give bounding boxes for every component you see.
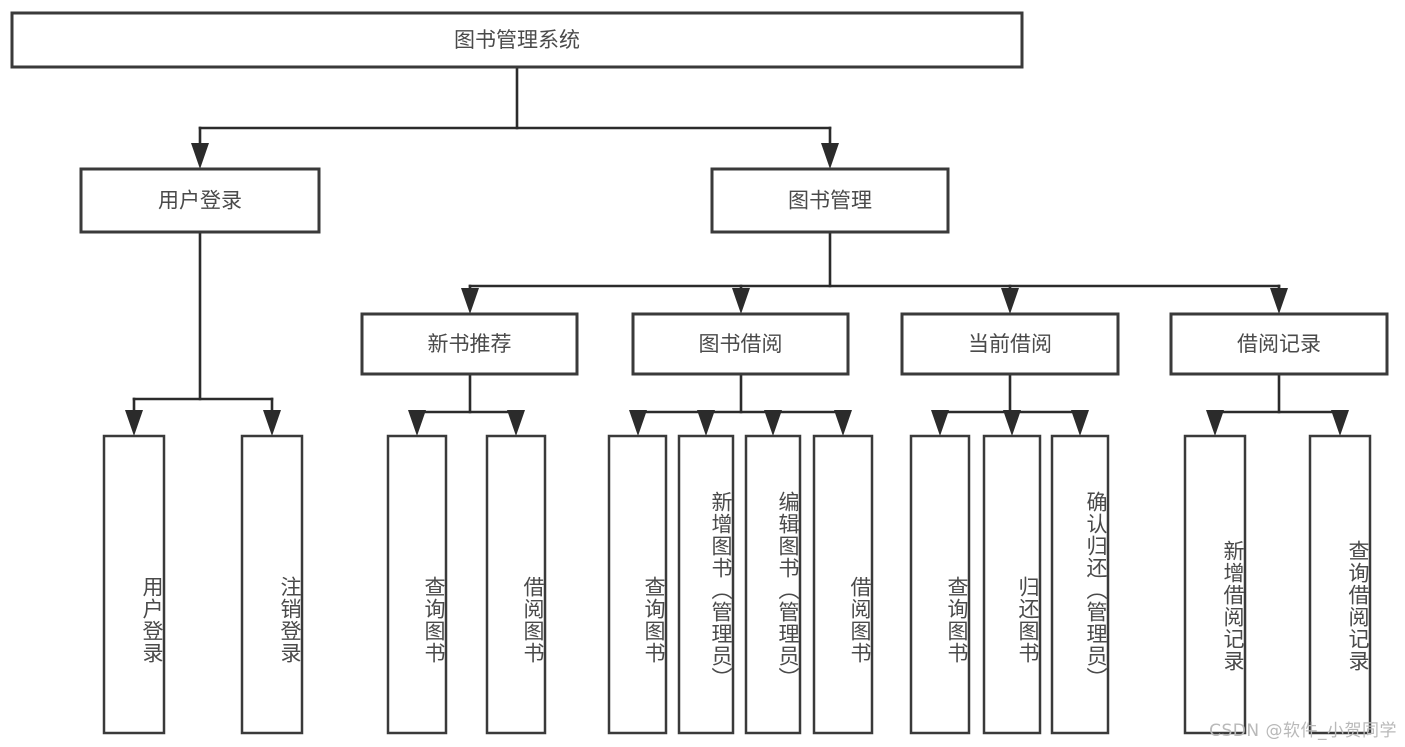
node-box-leaf-query-book-cur <box>909 434 971 735</box>
node-leaf-borrow-book-rec[interactable] <box>485 434 547 735</box>
node-leaf-query-record[interactable] <box>1308 434 1372 735</box>
node-box-current-borrow <box>900 312 1120 376</box>
node-box-leaf-query-book-borrow <box>607 434 668 735</box>
node-leaf-confirm-return[interactable] <box>1050 434 1110 735</box>
node-box-book-manage <box>710 167 950 234</box>
node-box-leaf-logout <box>240 434 304 735</box>
node-box-leaf-add-book <box>677 434 735 735</box>
node-box-borrow-record <box>1169 312 1389 376</box>
node-new-book-recommend[interactable]: 新书推荐 <box>360 312 579 376</box>
node-label-book-manage: 图书管理 <box>788 189 872 213</box>
node-box-leaf-confirm-return <box>1050 434 1110 735</box>
node-box-new-book-recommend <box>360 312 579 376</box>
node-leaf-borrow-book[interactable] <box>812 434 874 735</box>
node-leaf-return-book[interactable] <box>982 434 1042 735</box>
node-leaf-logout[interactable] <box>240 434 304 735</box>
node-leaf-query-book-borrow[interactable] <box>607 434 668 735</box>
node-box-leaf-edit-book <box>744 434 802 735</box>
node-label-root: 图书管理系统 <box>454 28 580 52</box>
node-box-leaf-return-book <box>982 434 1042 735</box>
node-box-leaf-add-record <box>1183 434 1247 735</box>
node-leaf-user-login[interactable] <box>102 434 166 735</box>
node-label-book-borrow: 图书借阅 <box>699 332 783 356</box>
node-box-user-login <box>79 167 321 234</box>
node-box-leaf-borrow-book-rec <box>485 434 547 735</box>
node-box-leaf-query-book-rec <box>386 434 448 735</box>
node-leaf-add-record[interactable] <box>1183 434 1247 735</box>
node-leaf-add-book[interactable] <box>677 434 735 735</box>
node-borrow-record[interactable]: 借阅记录 <box>1169 312 1389 376</box>
node-leaf-edit-book[interactable] <box>744 434 802 735</box>
node-box-book-borrow <box>631 312 850 376</box>
node-box-leaf-user-login <box>102 434 166 735</box>
node-box-root <box>10 11 1024 69</box>
node-leaf-query-book-cur[interactable] <box>909 434 971 735</box>
node-book-manage[interactable]: 图书管理 <box>710 167 950 234</box>
watermark-text: CSDN @软件_小贺同学 <box>1209 721 1397 741</box>
node-leaf-query-book-rec[interactable] <box>386 434 448 735</box>
node-box-leaf-borrow-book <box>812 434 874 735</box>
node-label-current-borrow: 当前借阅 <box>968 332 1052 356</box>
node-label-new-book-recommend: 新书推荐 <box>428 332 512 356</box>
node-box-leaf-query-record <box>1308 434 1372 735</box>
node-book-borrow[interactable]: 图书借阅 <box>631 312 850 376</box>
node-label-user-login: 用户登录 <box>158 189 242 213</box>
node-current-borrow[interactable]: 当前借阅 <box>900 312 1120 376</box>
node-label-borrow-record: 借阅记录 <box>1237 332 1321 356</box>
node-user-login[interactable]: 用户登录 <box>79 167 321 234</box>
node-root[interactable]: 图书管理系统 <box>10 11 1024 69</box>
